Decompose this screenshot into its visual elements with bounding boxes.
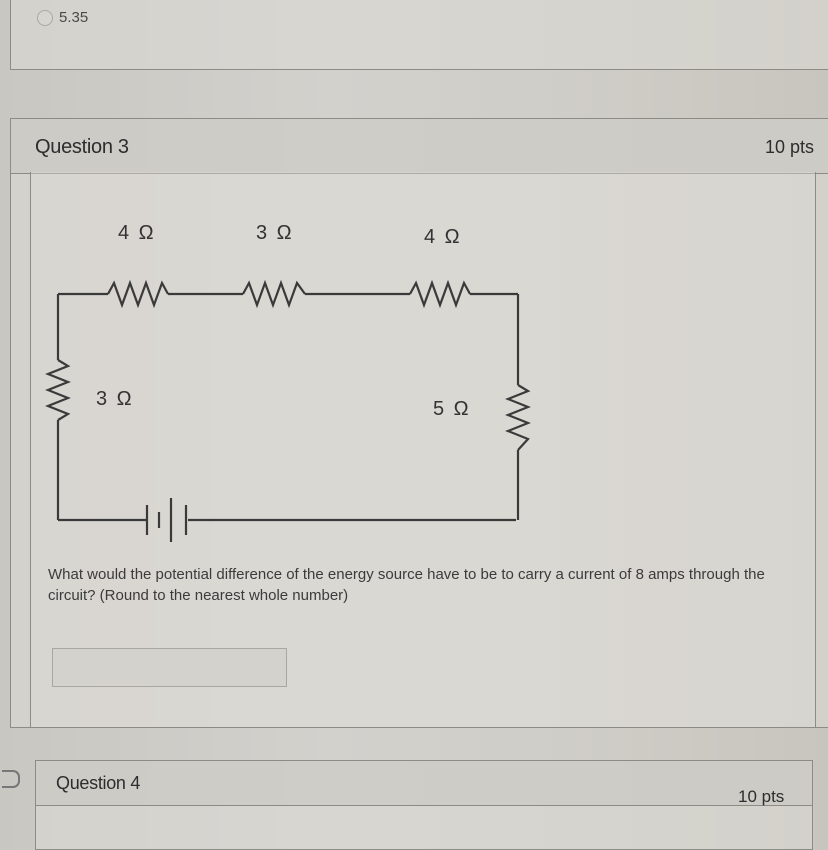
answer-option-label: 5.35: [59, 9, 89, 26]
resistor-label-top-left: 4 Ω: [118, 222, 156, 244]
resistor-label-top-right: 4 Ω: [424, 226, 462, 248]
resistor-top-right: [409, 279, 471, 309]
question-3-body: [30, 172, 816, 728]
question-3-text: What would the potential difference of t…: [48, 566, 765, 604]
resistor-label-right: 5 Ω: [433, 398, 471, 420]
resistor-label-top-middle: 3 Ω: [256, 222, 294, 244]
question-4-points: 10 pts: [738, 787, 785, 806]
resistor-left: [45, 359, 71, 421]
circuit-diagram: [45, 279, 531, 542]
battery-icon: [145, 498, 188, 542]
question-4-title: Question 4: [56, 773, 141, 793]
question-2-card: 5.35: [10, 0, 828, 70]
answer-option-radio[interactable]: [37, 10, 53, 26]
question-3-header: Question 3 10 pts: [11, 119, 828, 174]
resistor-right: [505, 384, 531, 451]
question-3-title: Question 3: [35, 136, 129, 158]
question-3-card: Question 3 10 pts: [10, 118, 828, 728]
resistor-label-left: 3 Ω: [96, 388, 134, 410]
question-3-points: 10 pts: [765, 137, 815, 157]
question-4-header: Question 4 10 pts: [36, 761, 812, 806]
resistor-top-middle: [242, 279, 306, 309]
question-4-card: Question 4 10 pts: [35, 760, 813, 850]
flag-question-icon[interactable]: [2, 770, 20, 788]
resistor-top-left: [107, 279, 169, 309]
answer-input[interactable]: [52, 648, 287, 687]
